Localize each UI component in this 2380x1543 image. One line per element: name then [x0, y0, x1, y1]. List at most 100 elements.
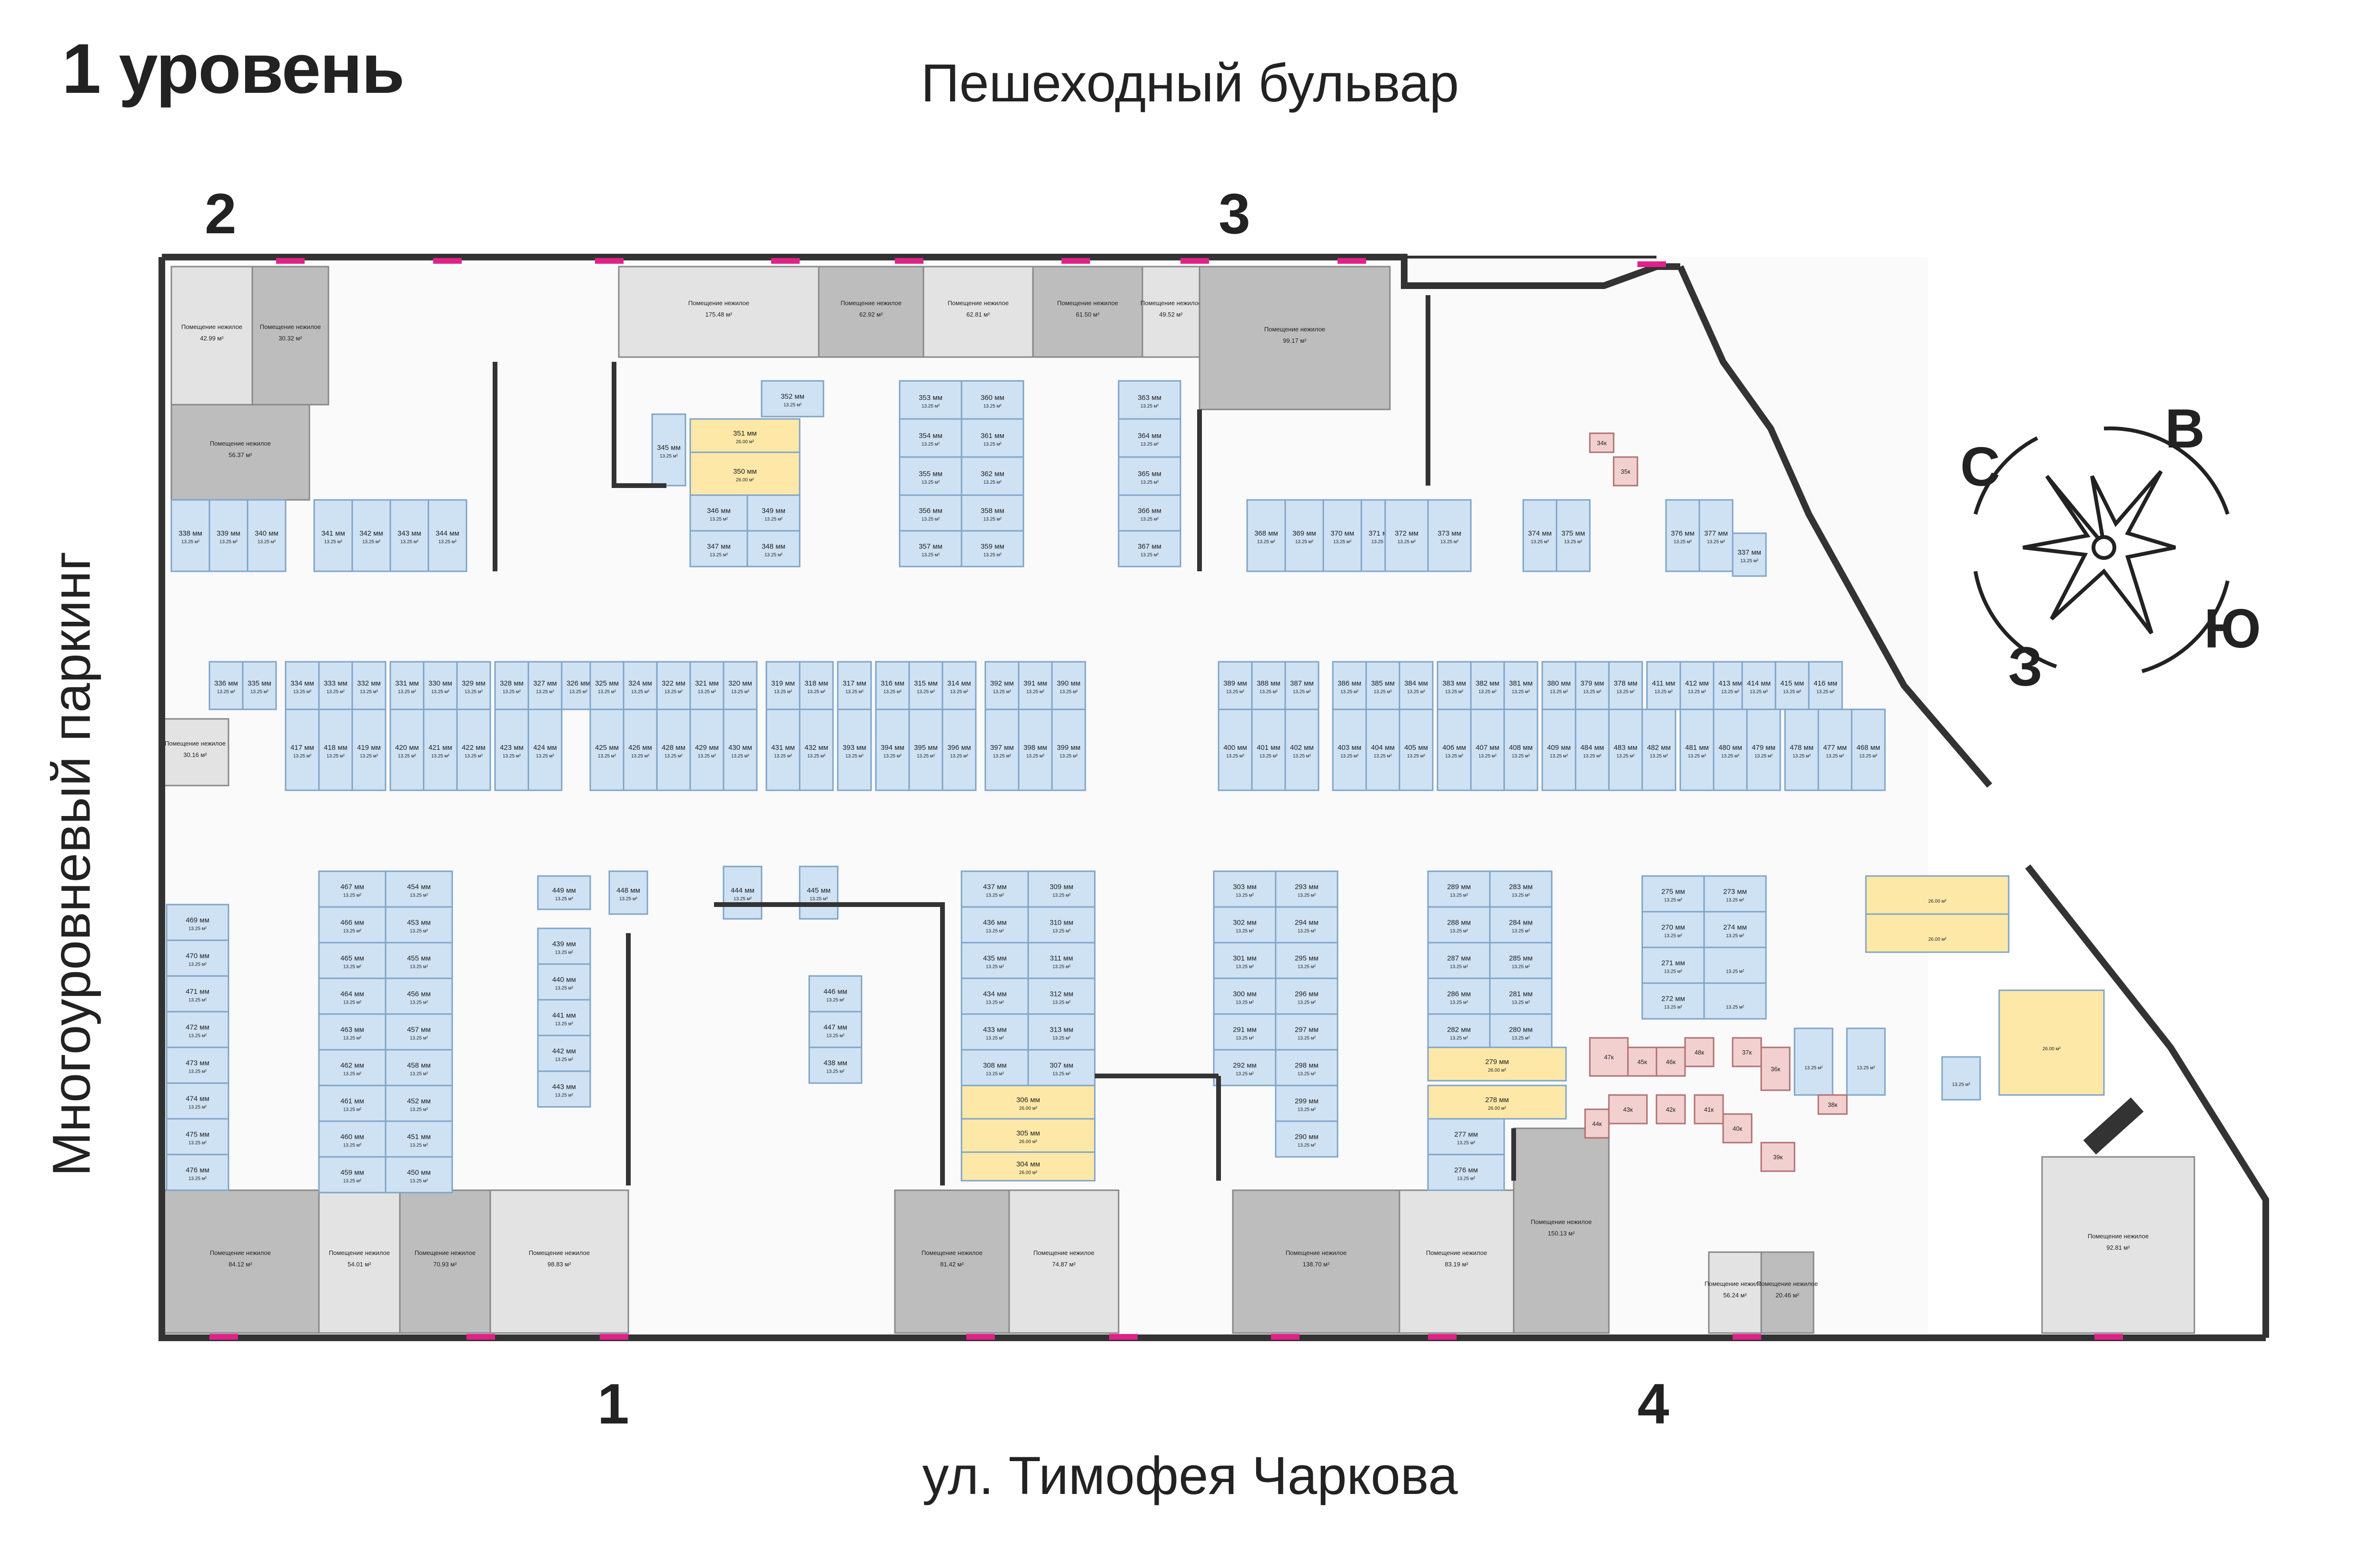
storage-room[interactable]: 44к — [1584, 1108, 1610, 1139]
storage-room[interactable]: 37к — [1732, 1037, 1762, 1067]
parking-spot[interactable]: 26.00 м² — [1865, 875, 2010, 915]
parking-spot[interactable]: 13.25 м² — [1794, 1027, 1834, 1096]
storage-room[interactable]: 35к — [1613, 456, 1638, 487]
storage-room[interactable]: 47к — [1589, 1037, 1629, 1077]
storage-room[interactable]: 34к — [1589, 432, 1615, 453]
storage-room[interactable]: 39к — [1760, 1142, 1795, 1172]
